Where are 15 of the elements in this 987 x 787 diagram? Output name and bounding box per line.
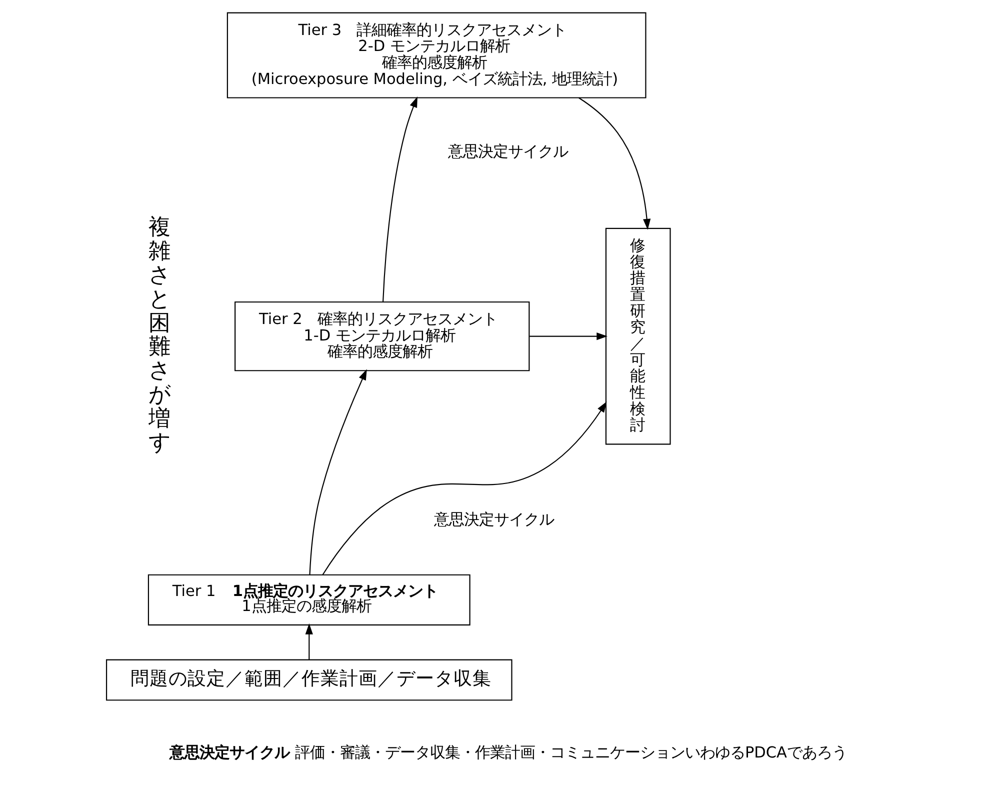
node-box: 問題の設定／範囲／作業計画／データ収集 bbox=[106, 659, 512, 701]
arrow bbox=[530, 332, 608, 340]
node-box: Tier 3 詳細確率的リスクアセスメント 2-D モンテカルロ解析 確率的感度解析 (Microexposure Modeling, ベイズ統計法, 地理統計) bbox=[226, 12, 646, 98]
arrow bbox=[322, 402, 607, 576]
node-box: Tier 2 確率的リスクアセスメント 1-D モンテカルロ解析 確率的感度解析 bbox=[234, 301, 530, 372]
node-box: 修復措置研究／可能性検討 bbox=[605, 228, 671, 445]
arrow bbox=[309, 369, 367, 575]
node-box: Tier 1 1点推定のリスクアセスメント 1点推定の感度解析 bbox=[148, 574, 470, 626]
arrow bbox=[578, 97, 651, 230]
arrow bbox=[305, 623, 313, 660]
label: 複雑さと困難さが増す bbox=[148, 214, 172, 456]
arrow bbox=[382, 96, 418, 302]
legend-label: 意思決定サイクル評価・審議・データ収集・作業計画・コミュニケーションいわゆるPDCAであろう bbox=[170, 744, 848, 762]
label: 意思決定サイクル bbox=[448, 142, 568, 160]
label: 意思決定サイクル bbox=[434, 510, 554, 528]
